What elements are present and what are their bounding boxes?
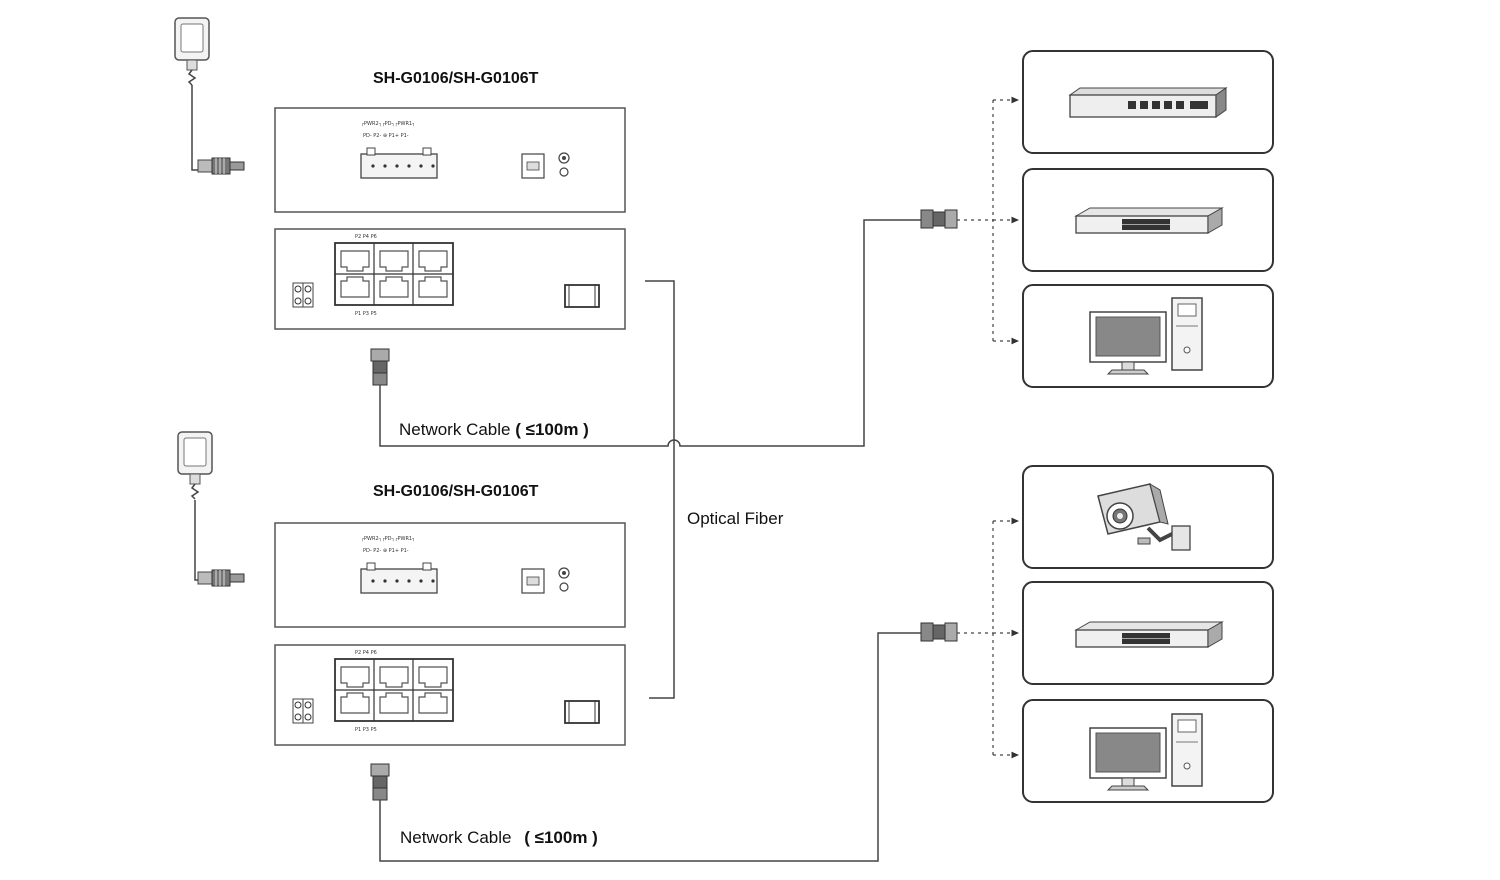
power-adapter-icon xyxy=(177,431,213,500)
lower-switch-group xyxy=(177,431,626,801)
rj45-plug-icon xyxy=(370,348,390,386)
device-box-network-switch xyxy=(1022,581,1274,685)
upper-switch-model-title: SH-G0106/SH-G0106T xyxy=(373,70,539,87)
dashed-links-upper xyxy=(957,96,1019,345)
cable-label-text: Network Cable xyxy=(399,420,511,439)
upper-network-cable-label: Network Cable ( ≤100m ) xyxy=(399,420,589,440)
lower-switch-model-title: SH-G0106/SH-G0106T xyxy=(373,483,539,500)
network-cable-line xyxy=(379,632,921,862)
optical-fiber-line xyxy=(645,280,675,699)
ip-camera-icon xyxy=(1097,482,1191,551)
device-box-desktop-computer xyxy=(1022,699,1274,803)
network-switch-icon xyxy=(1074,621,1224,648)
dc-power-plug-icon xyxy=(197,157,245,175)
device-box-desktop-computer xyxy=(1022,284,1274,388)
desktop-computer-icon xyxy=(1089,713,1203,791)
network-switch-icon xyxy=(1074,207,1224,234)
switch-front-panel xyxy=(274,522,626,628)
switch-front-panel xyxy=(274,107,626,213)
cable-length-text: ( ≤100m ) xyxy=(524,828,598,847)
device-box-poe-switch xyxy=(1022,50,1274,154)
cable-length-text: ( ≤100m ) xyxy=(515,420,589,439)
rj45-plug-icon xyxy=(920,209,958,229)
rj45-plug-icon xyxy=(370,763,390,801)
dc-power-plug-icon xyxy=(197,569,245,587)
device-box-network-switch xyxy=(1022,168,1274,272)
rj45-plug-icon xyxy=(920,622,958,642)
power-adapter-icon xyxy=(174,17,210,86)
device-box-ip-camera xyxy=(1022,465,1274,569)
switch-rear-panel xyxy=(274,228,626,330)
network-cable-line xyxy=(379,219,921,447)
cable-label-text: Network Cable xyxy=(400,828,512,847)
poe-switch-icon xyxy=(1068,87,1228,118)
optical-fiber-label: Optical Fiber xyxy=(687,509,784,528)
switch-rear-panel xyxy=(274,644,626,746)
lower-network-cable-label: Network Cable ( ≤100m ) xyxy=(400,828,598,848)
upper-switch-group xyxy=(174,17,626,386)
desktop-computer-icon xyxy=(1089,297,1203,375)
dashed-links-lower xyxy=(957,517,1019,759)
